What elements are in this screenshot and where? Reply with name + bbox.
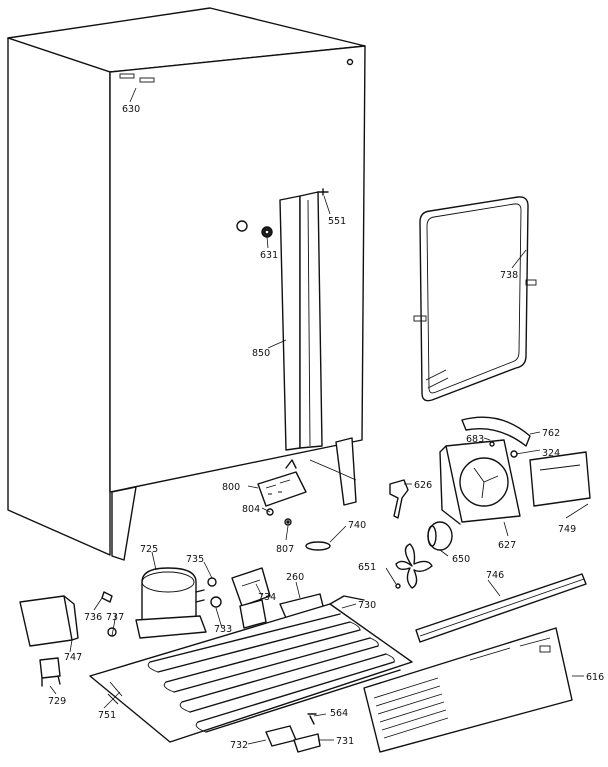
small-parts: [265, 713, 321, 753]
callout-729: 729: [48, 696, 66, 707]
callout-738: 738: [500, 270, 518, 281]
drain-trough: [415, 573, 587, 643]
leader-lines: [49, 87, 589, 745]
callout-260: 260: [286, 572, 304, 583]
callout-735: 735: [186, 554, 204, 565]
callout-850: 850: [252, 348, 270, 359]
callout-630: 630: [122, 104, 140, 115]
condenser-coils: [147, 613, 401, 733]
callout-747: 747: [64, 652, 82, 663]
callout-683: 683: [466, 434, 484, 445]
damper-control-parts: [257, 459, 409, 551]
callout-737: 737: [106, 612, 124, 623]
callout-324: 324: [542, 448, 560, 459]
callout-733: 733: [214, 624, 232, 635]
callout-736: 736: [84, 612, 102, 623]
door-gasket: [413, 196, 537, 402]
access-panel: [363, 627, 573, 753]
cabinet: [7, 7, 366, 561]
callout-749: 749: [558, 524, 576, 535]
callout-730: 730: [358, 600, 376, 611]
callout-804: 804: [242, 504, 260, 515]
callout-651: 651: [358, 562, 376, 573]
callout-627: 627: [498, 540, 516, 551]
callout-631: 631: [260, 250, 278, 261]
evaporator-fan-assembly: [439, 416, 591, 525]
callout-762: 762: [542, 428, 560, 439]
panel-louvers: [373, 677, 449, 739]
brackets: [19, 595, 79, 687]
callout-564: 564: [330, 708, 348, 719]
callout-650: 650: [452, 554, 470, 565]
callout-labels: 630 551 631 738 850 762 683 324 800 626 …: [48, 104, 604, 751]
callout-551: 551: [328, 216, 346, 227]
callout-751: 751: [98, 710, 116, 721]
callout-725: 725: [140, 544, 158, 555]
callout-732: 732: [230, 740, 248, 751]
callout-626: 626: [414, 480, 432, 491]
callout-734: 734: [258, 592, 276, 603]
callout-807: 807: [276, 544, 294, 555]
callout-616: 616: [586, 672, 604, 683]
callout-731: 731: [336, 736, 354, 747]
callout-800: 800: [222, 482, 240, 493]
condenser-and-base: [89, 595, 413, 743]
fan-motor-and-blade: [395, 521, 453, 589]
callout-740: 740: [348, 520, 366, 531]
compressor: [101, 567, 222, 639]
callout-746: 746: [486, 570, 504, 581]
